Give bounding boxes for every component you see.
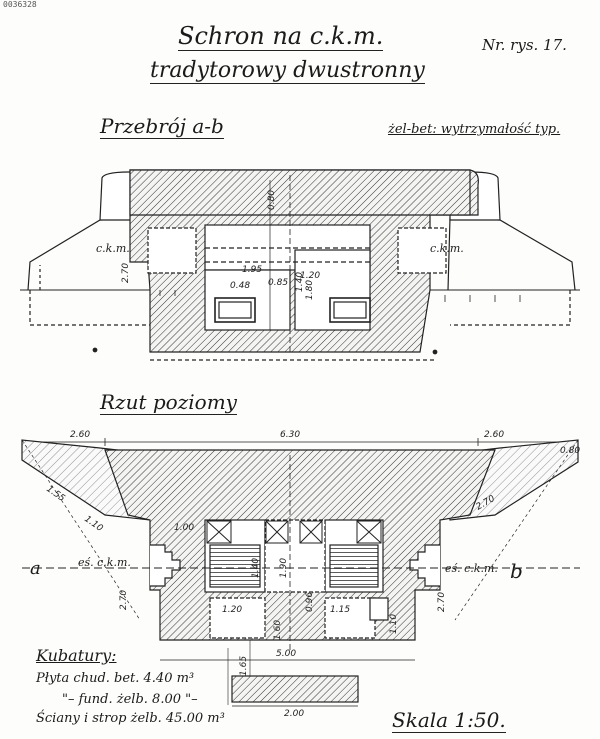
plan-dim-110: 1.10 — [389, 614, 399, 634]
plan-ckm-left: eś. c.k.m. — [78, 556, 131, 569]
dim-center-195: 1.95 — [242, 265, 262, 275]
plan-dim-115: 1.15 — [330, 605, 350, 615]
earth-right — [447, 217, 576, 291]
plan-dim-500: 5.00 — [276, 649, 296, 659]
plan-dim-165: 1.65 — [239, 656, 249, 676]
plan-dim-120: 1.20 — [222, 605, 242, 615]
section-ckm-left: c.k.m. — [96, 242, 130, 255]
plan-dim-slot-100: 1.00 — [174, 523, 194, 533]
section-heading: Przebrój a-b — [100, 114, 224, 139]
plan-dim-140: 1.40 — [251, 558, 261, 578]
dim-small-085: 0.85 — [268, 278, 288, 288]
dim-top-vertical: 0.80 — [267, 190, 277, 210]
plan-dim-270-left: 2.70 — [119, 590, 129, 610]
plan-dim-top-left: 2.60 — [70, 430, 90, 440]
plan-dim-270-right: 2.70 — [437, 592, 447, 612]
kubatury-heading: Kubatury: — [36, 646, 117, 665]
plan-dim-top-center: 6.30 — [280, 430, 300, 440]
dim-small-120: 1.20 — [300, 271, 320, 281]
scale-label: Skala 1:50. — [392, 708, 506, 733]
kubatury-row-1: Płyta chud. bet. 4.40 m³ — [36, 671, 195, 686]
material-note: żel-bet: wytrzymałość typ. — [388, 122, 561, 137]
plan-heading: Rzut poziomy — [100, 390, 237, 415]
dim-center-180: 1.80 — [305, 280, 315, 300]
title-line-2: tradytorowy dwustronny — [150, 58, 425, 84]
section-drawing — [20, 169, 580, 361]
section-ckm-right: c.k.m. — [430, 242, 464, 255]
stairs-right — [329, 544, 379, 588]
corner-mark: 0036328 — [3, 0, 37, 9]
plan-drawing — [21, 438, 580, 707]
stairs-left — [209, 544, 261, 588]
plan-dim-160: 1.60 — [273, 620, 283, 640]
title-line-1: Schron na c.k.m. — [178, 22, 384, 51]
dim-small-048: 0.48 — [230, 281, 250, 291]
plan-dim-top-right: 2.60 — [484, 430, 504, 440]
plan-point-a: a — [30, 558, 41, 579]
plan-dim-096: 0.96 — [305, 592, 315, 612]
plan-ckm-right: eś. c.k.m. — [445, 562, 498, 575]
plan-dim-inner-left: 1.10 — [82, 514, 104, 534]
kubatury-row-2: "– fund. żelb. 8.00 "– — [62, 692, 198, 707]
dim-center-140: 1.40 — [295, 272, 305, 292]
dim-left-270: 2.70 — [121, 263, 131, 283]
plan-point-b: b — [510, 559, 523, 583]
plan-dim-190: 1.90 — [279, 558, 289, 578]
plan-dim-side-right: 0.80 — [560, 446, 580, 456]
figure-number: Nr. rys. 17. — [482, 36, 567, 54]
plan-dim-200: 2.00 — [284, 709, 304, 719]
foundation-strip — [231, 675, 359, 703]
kubatury-row-3: Ściany i strop żelb. 45.00 m³ — [36, 711, 225, 726]
